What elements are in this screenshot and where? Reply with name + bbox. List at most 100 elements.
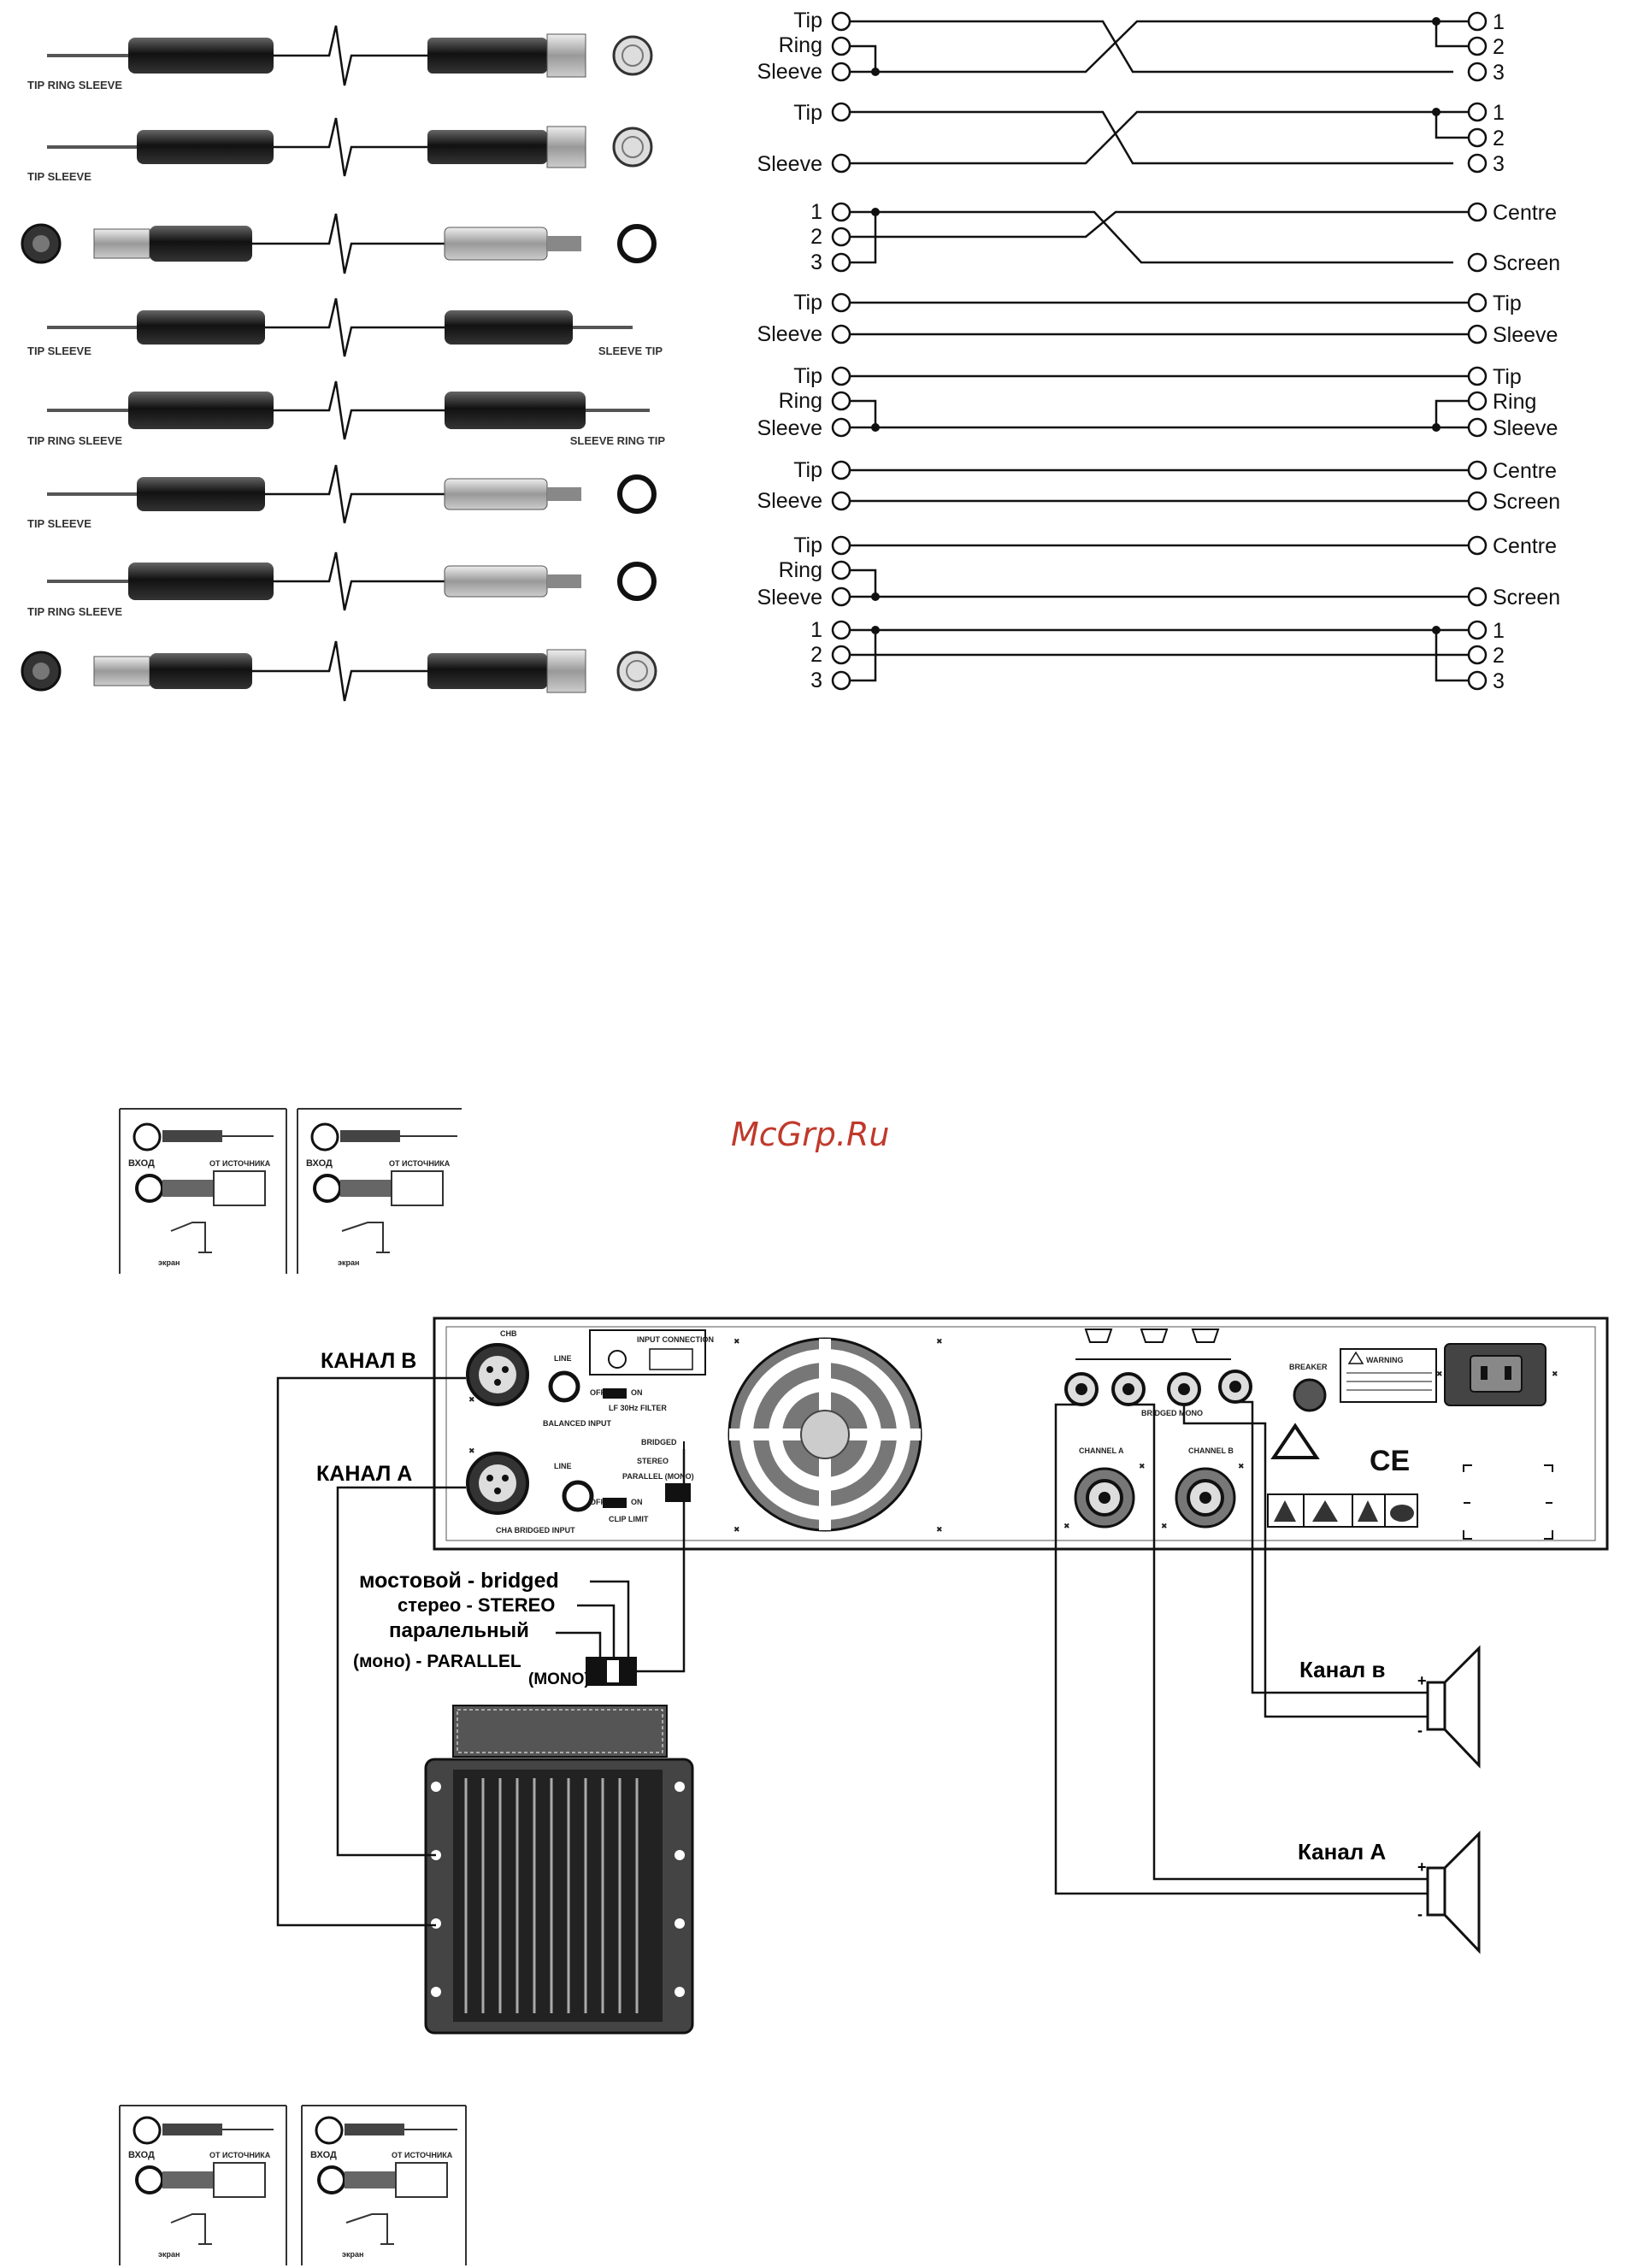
screen-label: экран (338, 1258, 359, 1267)
breaker-button (1293, 1378, 1327, 1412)
screw-mark: ✖ (1552, 1370, 1558, 1378)
wiring-label: 3 (1493, 61, 1505, 85)
screw-mark: ✖ (1139, 1462, 1146, 1470)
cable-photo-caption-left: TIP RING SLEEVE (27, 79, 122, 91)
screw-mark: ✖ (468, 1395, 475, 1404)
screw-mark: ✖ (1063, 1522, 1070, 1530)
wiring-label: Tip (793, 9, 822, 32)
off-label: OFF (590, 1388, 605, 1397)
wiring-label: 1 (810, 618, 822, 642)
speaker-channel-b: Канал в + - (1182, 1400, 1481, 1769)
speaker-channel-b-label: Канал в (1299, 1657, 1386, 1682)
parallel-mode-label: PARALLEL (MONO) (622, 1472, 694, 1481)
cable-photo-caption-left: TIP RING SLEEVE (27, 605, 122, 618)
input-panels-bottom: ВХОД ОТ ИСТОЧНИКА экран ВХОД ОТ ИСТОЧНИК… (119, 2105, 467, 2265)
cable-photo-row (21, 640, 657, 702)
wiring-diagram: Tip Ring Sleeve Tip Ring Sleeve (757, 364, 1558, 440)
input-panel: ВХОД ОТ ИСТОЧНИКА экран (119, 2105, 287, 2265)
bridged-mode-label: BRIDGED (641, 1438, 677, 1446)
input-label: ВХОД (128, 2150, 155, 2160)
source-label: ОТ ИСТОЧНИКА (392, 2151, 453, 2159)
wiring-schematics: Tip Ring Sleeve 1 2 3 Tip Sleeve (757, 9, 1561, 693)
cable-photos: TIP RING SLEEVE TIP SLEEVE (21, 25, 666, 702)
wiring-label: Sleeve (757, 60, 822, 84)
speaker-minus-label: - (1417, 1722, 1423, 1739)
amplifier-rear-panel: КАНАЛ В КАНАЛ А CHB CHA BRIDGED INPUT ✖ … (316, 1317, 1609, 1551)
wiring-label: Ring (779, 389, 822, 413)
input-label: ВХОД (310, 2150, 337, 2160)
channel-b-out-label: CHANNEL B (1188, 1446, 1234, 1455)
wiring-label: Tip (793, 101, 822, 125)
input-panels-top: ВХОД ОТ ИСТОЧНИКА экран ВХОД ОТ ИСТОЧНИК… (119, 1108, 462, 1274)
wiring-label: Sleeve (1493, 416, 1558, 440)
speaker-channel-a-label: Канал А (1298, 1839, 1387, 1864)
wiring-label: Screen (1493, 586, 1560, 610)
legend-bridged: мостовой - bridged (359, 1569, 559, 1593)
input-label: ВХОД (128, 1158, 155, 1169)
wiring-label: Tip (793, 458, 822, 482)
wiring-label: 2 (1493, 35, 1505, 59)
binding-posts: BRIDGED MONO (1064, 1328, 1252, 1417)
source-label: ОТ ИСТОЧНИКА (209, 1159, 271, 1168)
screw-mark: ✖ (733, 1337, 740, 1346)
amp-channel-b-label: КАНАЛ В (321, 1349, 416, 1373)
wiring-label: 3 (1493, 152, 1505, 176)
line-jack-b (548, 1370, 580, 1403)
stereo-mode-label: STEREO (637, 1457, 669, 1465)
clip-limit-label: CLIP LIMIT (609, 1515, 649, 1523)
wiring-label: 2 (1493, 644, 1505, 668)
bridged-mono-label: BRIDGED MONO (1141, 1409, 1203, 1417)
channel-a-out-label: CHANNEL A (1079, 1446, 1124, 1455)
wiring-label: 2 (810, 643, 822, 667)
wiring-label: 3 (1493, 669, 1505, 693)
screw-mark: ✖ (1161, 1522, 1168, 1530)
wiring-label: Sleeve (757, 416, 822, 440)
speaker-channel-a: Канал А + - (1054, 1403, 1481, 1954)
wiring-diagram: Tip Sleeve Tip Sleeve (757, 291, 1558, 347)
cable-photo-caption-left: TIP SLEEVE (27, 517, 91, 530)
cable-photo-caption-left: TIP SLEEVE (27, 345, 91, 357)
screen-label: экран (158, 1258, 180, 1267)
cable-photo-row: TIP RING SLEEVE (27, 551, 657, 618)
speaker-plus-label: + (1417, 1859, 1427, 1876)
screw-mark: ✖ (468, 1446, 475, 1455)
ce-mark: CE (1370, 1445, 1410, 1477)
wiring-diagram: Tip Ring Sleeve 1 2 3 (757, 9, 1505, 85)
wiring-label: 1 (1493, 619, 1505, 643)
breaker-label: BREAKER (1289, 1363, 1328, 1371)
line-label: LINE (554, 1462, 572, 1470)
legend-mono2: (MONO) (528, 1670, 590, 1688)
wiring-label: 1 (1493, 10, 1505, 34)
source-label: ОТ ИСТОЧНИКА (389, 1159, 451, 1168)
wiring-label: Centre (1493, 201, 1557, 225)
wiring-label: Ring (1493, 390, 1536, 414)
wiring-label: Centre (1493, 459, 1557, 483)
wiring-label: Tip (793, 533, 822, 557)
cable-photo-row: TIP SLEEVE SLEEVE TIP (27, 297, 663, 357)
wiring-label: Tip (1493, 365, 1522, 389)
cable-photo-row: TIP RING SLEEVE SLEEVE RING TIP (27, 380, 666, 447)
amp-channel-a-label: КАНАЛ А (316, 1462, 412, 1486)
wiring-label: 1 (810, 200, 822, 224)
wiring-label: 1 (1493, 101, 1505, 125)
cooling-fan (728, 1337, 922, 1532)
wiring-label: Sleeve (757, 586, 822, 610)
wiring-label: Tip (793, 364, 822, 388)
brand-logo-icon (1270, 1423, 1320, 1459)
cable-photo-caption-right: SLEEVE RING TIP (570, 434, 666, 447)
wiring-label: Ring (779, 33, 822, 57)
line-jack-a (562, 1480, 594, 1512)
screen-label: экран (158, 2250, 180, 2259)
wiring-label: Sleeve (757, 322, 822, 346)
watermark-text: McGrp.Ru (731, 1116, 889, 1153)
wiring-label: Sleeve (757, 152, 822, 176)
mode-switch (665, 1483, 691, 1502)
cable-photo-caption-left: TIP SLEEVE (27, 170, 91, 183)
wiring-label: 2 (810, 225, 822, 249)
wiring-diagram: Tip Sleeve 1 2 3 (757, 101, 1505, 176)
legend-parallel: паралельный (389, 1619, 529, 1642)
cable-photo-row: TIP RING SLEEVE (27, 25, 653, 91)
wiring-label: 2 (1493, 127, 1505, 150)
source-label: ОТ ИСТОЧНИКА (209, 2151, 271, 2159)
screw-mark: ✖ (733, 1525, 740, 1534)
